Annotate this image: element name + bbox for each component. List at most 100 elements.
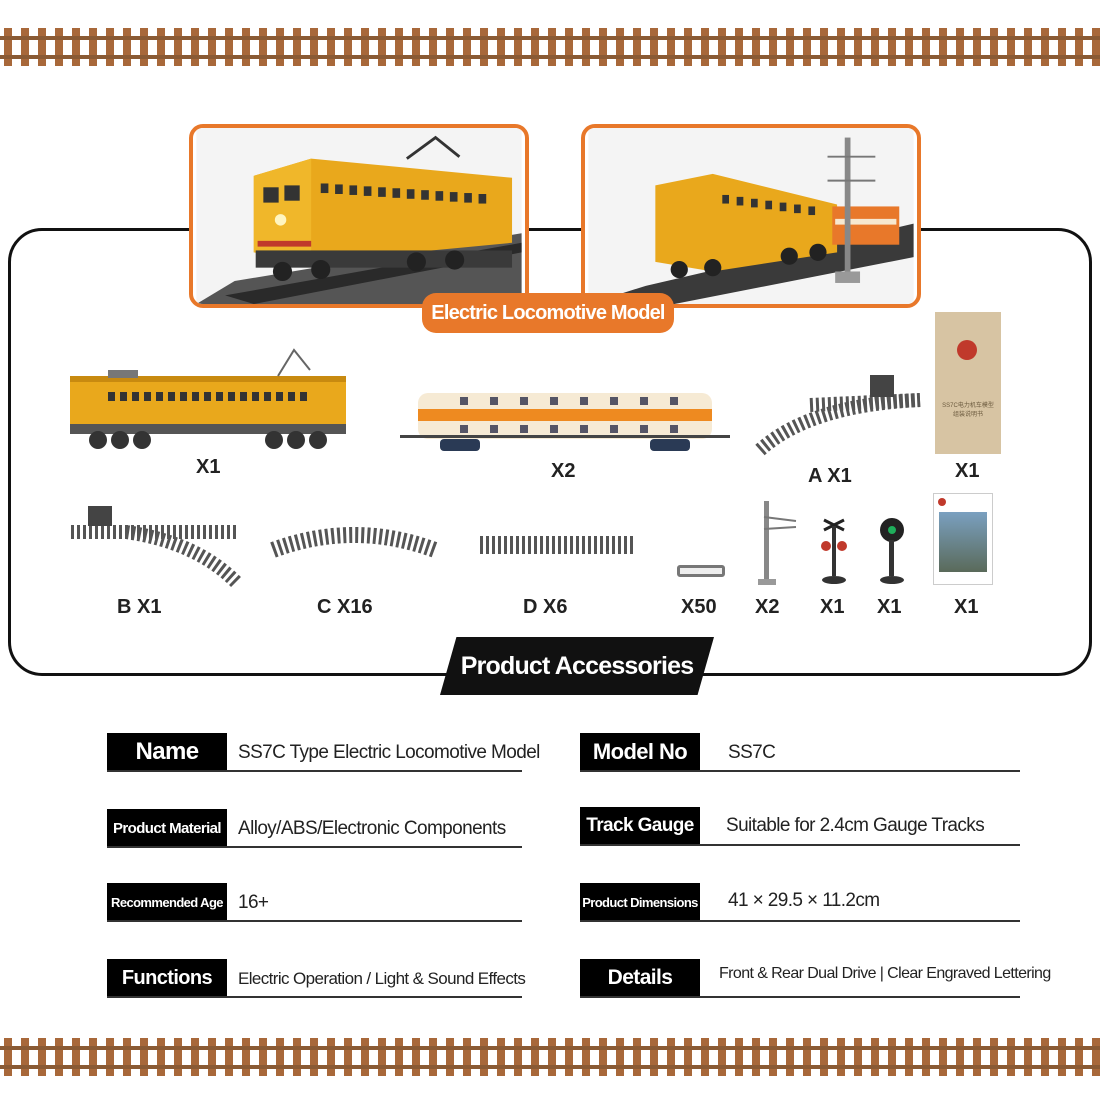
- photo-card-qty: X1: [954, 596, 979, 618]
- traffic-signal-item: [880, 518, 904, 584]
- rail-tie: [157, 1038, 165, 1076]
- locomotive-front-illustration: [196, 128, 522, 304]
- rail-tie: [718, 28, 726, 66]
- locomotive-item: [70, 348, 346, 449]
- rail-tie: [514, 28, 522, 66]
- rail-tie: [38, 1038, 46, 1076]
- curved-track-c-qty: C X16: [317, 596, 373, 618]
- rail-tie: [174, 28, 182, 66]
- rail-tie: [21, 1038, 29, 1076]
- rail-tie: [582, 1038, 590, 1076]
- rail-tie: [616, 1038, 624, 1076]
- top-rail-border: [0, 28, 1100, 66]
- rail-tie: [378, 1038, 386, 1076]
- rail-tie: [871, 1038, 879, 1076]
- locomotive-qty: X1: [196, 456, 221, 478]
- rail-tie: [565, 1038, 573, 1076]
- rail-tie: [1041, 28, 1049, 66]
- rail-tie: [259, 28, 267, 66]
- spec-model-label: Model No: [580, 733, 700, 771]
- rail-tie: [633, 28, 641, 66]
- rail-tie: [599, 1038, 607, 1076]
- spec-material-underline: [107, 846, 522, 848]
- rail-tie: [990, 1038, 998, 1076]
- rail-tie: [446, 28, 454, 66]
- banner-background: [440, 637, 714, 695]
- spec-details-value: Front & Rear Dual Drive | Clear Engraved…: [719, 965, 1051, 982]
- spec-age-underline: [107, 920, 522, 922]
- rail-tie: [310, 1038, 318, 1076]
- rail-tie: [327, 28, 335, 66]
- rail-tie: [1058, 28, 1066, 66]
- rail-tie: [1024, 1038, 1032, 1076]
- spec-name-value: SS7C Type Electric Locomotive Model: [238, 742, 540, 763]
- electric-locomotive-banner: Electric Locomotive Model: [422, 293, 674, 333]
- rail-tie: [531, 28, 539, 66]
- switch-track-b-item: [71, 506, 241, 588]
- rail-tie: [106, 1038, 114, 1076]
- rail-tie: [446, 1038, 454, 1076]
- spec-model-value: SS7C: [728, 742, 776, 763]
- rail-tie: [667, 28, 675, 66]
- rail-tie: [480, 28, 488, 66]
- passenger-car-item: [400, 393, 730, 451]
- rail-tie: [684, 1038, 692, 1076]
- rail-tie: [599, 28, 607, 66]
- rail-tie: [514, 1038, 522, 1076]
- spec-name-underline: [107, 770, 522, 772]
- rail-tie: [310, 28, 318, 66]
- rail-tie: [242, 1038, 250, 1076]
- rail-tie: [1092, 28, 1100, 66]
- rail-tie: [89, 1038, 97, 1076]
- spec-gauge-underline: [580, 844, 1020, 846]
- passenger-car-qty: X2: [551, 460, 576, 482]
- rail-tie: [497, 28, 505, 66]
- crossing-signal-item: [821, 518, 847, 584]
- rail-tie: [361, 28, 369, 66]
- rail-tie: [922, 28, 930, 66]
- spec-material-label: Product Material: [107, 809, 227, 847]
- rail-tie: [701, 1038, 709, 1076]
- rail-tie: [531, 1038, 539, 1076]
- rail-tie: [616, 28, 624, 66]
- catenary-pole-item: [758, 501, 797, 585]
- product-accessories-banner: Product Accessories: [440, 637, 714, 695]
- switch-track-b-qty: B X1: [117, 596, 162, 618]
- rail-tie: [1075, 28, 1083, 66]
- rail-tie: [191, 1038, 199, 1076]
- rail-tie: [293, 28, 301, 66]
- rail-tie: [786, 1038, 794, 1076]
- rail-tie: [208, 1038, 216, 1076]
- rail-tie: [242, 28, 250, 66]
- rail-tie: [633, 1038, 641, 1076]
- rail-tie: [854, 1038, 862, 1076]
- spec-material-value: Alloy/ABS/Electronic Components: [238, 818, 506, 839]
- connector-qty: X50: [681, 596, 717, 618]
- straight-track-d-item: [480, 536, 634, 554]
- rail-tie: [939, 1038, 947, 1076]
- rail-tie: [752, 28, 760, 66]
- spec-dimensions-underline: [580, 920, 1020, 922]
- rail-tie: [259, 1038, 267, 1076]
- rail-tie: [72, 28, 80, 66]
- rail-tie: [922, 1038, 930, 1076]
- rail-tie: [820, 1038, 828, 1076]
- rail-tie: [684, 28, 692, 66]
- rail-tie: [769, 28, 777, 66]
- rail-tie: [871, 28, 879, 66]
- rail-tie: [429, 28, 437, 66]
- spec-details-label: Details: [580, 959, 700, 997]
- crossing-signal-qty: X1: [820, 596, 845, 618]
- switch-track-a-item: [755, 375, 921, 456]
- rail-tie: [548, 28, 556, 66]
- rail-tie: [157, 28, 165, 66]
- rail-tie: [735, 28, 743, 66]
- connector-item: [677, 565, 725, 577]
- rail-tie: [497, 1038, 505, 1076]
- rail-tie: [463, 1038, 471, 1076]
- spec-dimensions-value: 41 × 29.5 × 11.2cm: [728, 890, 880, 911]
- rail-tie: [1092, 1038, 1100, 1076]
- photo-card-logo-icon: [938, 498, 946, 506]
- catenary-pole-qty: X2: [755, 596, 780, 618]
- rail-tie: [123, 28, 131, 66]
